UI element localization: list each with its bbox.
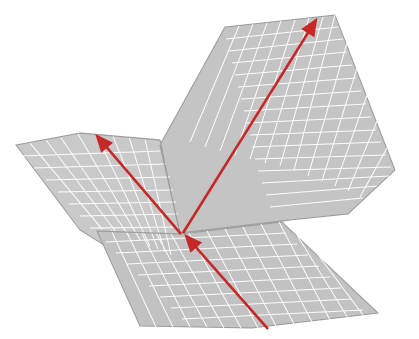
- arrows: [95, 17, 318, 330]
- arrow-upper-right: [181, 17, 318, 234]
- mesh-lines: [22, 14, 392, 329]
- arrow-upper-left: [95, 134, 182, 235]
- arrow-lower: [184, 234, 269, 330]
- upper-right-panel: [159, 14, 396, 234]
